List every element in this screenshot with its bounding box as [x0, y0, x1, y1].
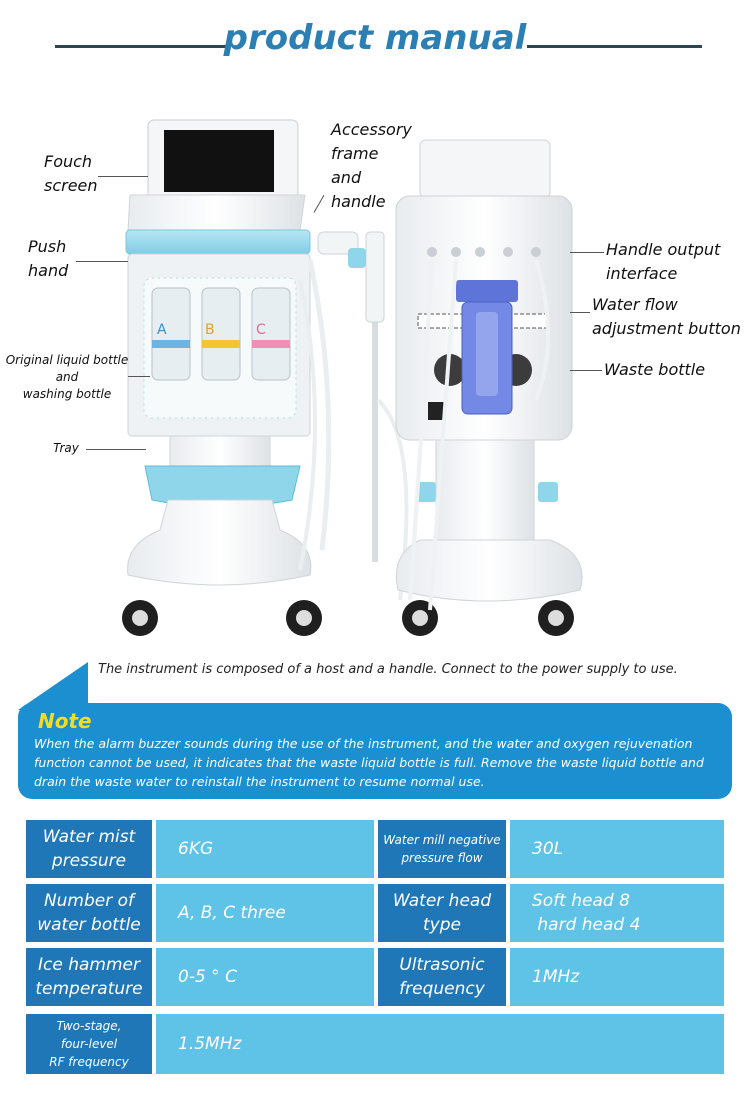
spec-label: Ultrasonic frequency [378, 948, 506, 1006]
page-title: product manual [223, 18, 527, 58]
note-panel: Note When the alarm buzzer sounds during… [18, 703, 732, 799]
callout-waste-bottle: Waste bottle [604, 360, 706, 379]
spec-value: 0-5 ° C [156, 948, 374, 1006]
note-title: Note [38, 709, 92, 733]
callout-liquid-bottle: Original liquid bottle and washing bottl… [5, 353, 129, 401]
note-text: When the alarm buzzer sounds during the … [34, 736, 704, 789]
bottle-letter-a: A [157, 322, 167, 338]
leader-water-flow [570, 312, 590, 313]
accessory-frame [317, 231, 409, 601]
front-machine [122, 119, 332, 636]
leader-liquid-bottle [128, 376, 150, 377]
header-rule-right [527, 45, 702, 48]
callout-accessory: Accessory frame and handle [331, 120, 412, 211]
back-machine [395, 139, 583, 636]
bottle-letter-c: C [256, 322, 266, 338]
leader-tray [86, 449, 146, 450]
callout-touch-screen: Fouch screen [44, 152, 98, 195]
spec-value: Soft head 8 hard head 4 [510, 884, 724, 942]
caption: The instrument is composed of a host and… [98, 662, 678, 677]
spec-label: Number of water bottle [26, 884, 152, 942]
callout-tray: Tray [53, 441, 79, 455]
spec-value: 1.5MHz [156, 1014, 724, 1074]
callout-water-flow: Water flow adjustment button [592, 295, 741, 338]
bottle-letter-b: B [205, 322, 215, 338]
spec-value: A, B, C three [156, 884, 374, 942]
callout-push-hand: Push hand [28, 237, 69, 280]
spec-label: Water head type [378, 884, 506, 942]
leader-touch-screen [98, 176, 148, 177]
product-photo [122, 119, 583, 636]
header-rule-left [55, 45, 230, 48]
spec-label: Water mill negative pressure flow [378, 820, 506, 878]
spec-label: Ice hammer temperature [26, 948, 152, 1006]
spec-value: 6KG [156, 820, 374, 878]
leader-push-hand [76, 261, 128, 262]
note-tab [18, 662, 88, 710]
liquid-bottles [151, 287, 291, 381]
callout-handle-output: Handle output interface [606, 240, 721, 283]
spec-value: 1MHz [510, 948, 724, 1006]
leader-handle-output [570, 252, 604, 253]
waste-bottle [456, 280, 518, 415]
spec-label: Two-stage, four-level RF frequency [26, 1014, 152, 1074]
spec-value: 30L [510, 820, 724, 878]
leader-waste-bottle [570, 370, 602, 371]
spec-label: Water mist pressure [26, 820, 152, 878]
